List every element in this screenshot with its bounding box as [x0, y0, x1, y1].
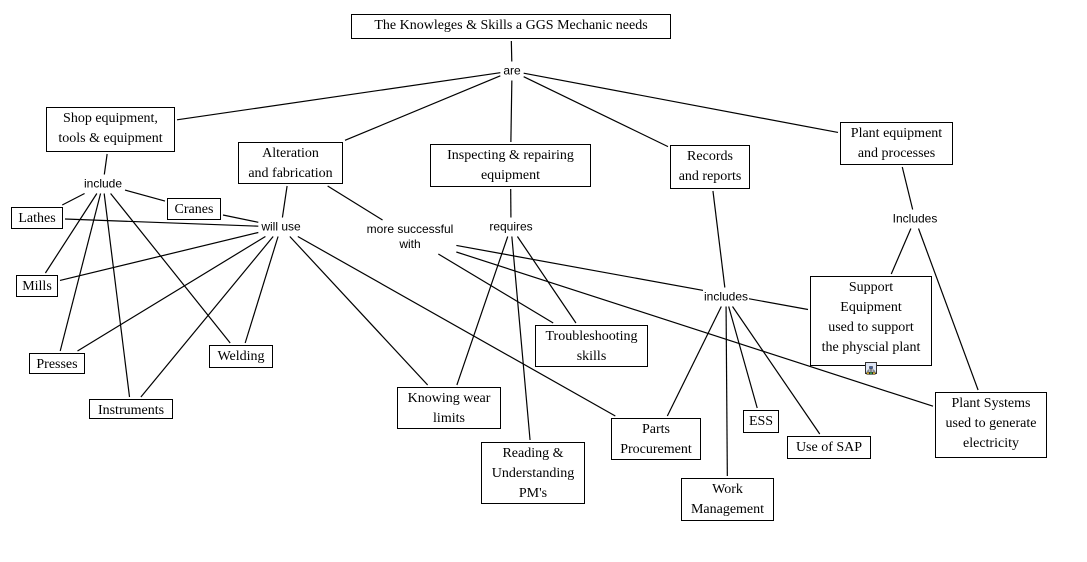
- connection-are-records: [523, 76, 669, 148]
- connection-are-alteration: [344, 75, 501, 141]
- connection-moresucc-plantsys: [456, 251, 934, 407]
- connection-are-plant: [523, 72, 839, 134]
- concept-map-link-icon[interactable]: [865, 362, 877, 375]
- concept-records[interactable]: Records and reports: [670, 145, 750, 189]
- connection-includes2-parts: [666, 306, 722, 417]
- concept-shop-equipment[interactable]: Shop equipment, tools & equipment: [46, 107, 175, 152]
- connection-willuse-parts: [297, 235, 616, 417]
- concept-work-management[interactable]: Work Management: [681, 478, 774, 521]
- connection-include-mills: [44, 193, 98, 274]
- connection-willuse-presses: [77, 235, 266, 352]
- connection-include-cranes: [124, 189, 166, 202]
- connection-are-inspecting: [510, 80, 513, 143]
- connection-willuse-lathes: [64, 218, 259, 227]
- link-requires[interactable]: requires: [488, 219, 534, 235]
- connection-willuse-welding: [244, 236, 279, 344]
- connection-includes3-support: [890, 228, 912, 275]
- concept-plant-systems[interactable]: Plant Systems used to generate electrici…: [935, 392, 1047, 458]
- concept-instruments[interactable]: Instruments: [89, 399, 173, 419]
- connection-willuse-mills: [59, 231, 259, 282]
- concept-cranes[interactable]: Cranes: [167, 198, 221, 220]
- connection-plant-includes3: [901, 166, 914, 210]
- connection-includes2-work: [725, 306, 728, 477]
- concept-presses[interactable]: Presses: [29, 353, 85, 374]
- concept-mills[interactable]: Mills: [16, 275, 58, 297]
- connection-willuse-wear: [289, 236, 429, 386]
- connection-shop-include: [103, 153, 108, 175]
- concept-reading-pms[interactable]: Reading & Understanding PM's: [481, 442, 585, 504]
- concept-root[interactable]: The Knowleges & Skills a GGS Mechanic ne…: [351, 14, 671, 39]
- concept-parts-procurement[interactable]: Parts Procurement: [611, 418, 701, 460]
- connection-willuse-instruments: [140, 236, 274, 398]
- concept-support-equipment[interactable]: Support Equipment used to support the ph…: [810, 276, 932, 366]
- connection-moresucc-support: [456, 244, 809, 311]
- link-includes-plant[interactable]: Includes: [891, 211, 939, 227]
- connection-alteration-moresucc: [327, 185, 383, 221]
- concept-lathes[interactable]: Lathes: [11, 207, 63, 229]
- concept-knowing-wear-limits[interactable]: Knowing wear limits: [397, 387, 501, 429]
- connection-requires-troubleshooting: [516, 236, 577, 324]
- concept-inspecting[interactable]: Inspecting & repairing equipment: [430, 144, 591, 187]
- concept-troubleshooting[interactable]: Troubleshooting skills: [535, 325, 648, 367]
- connection-includes2-sap: [732, 306, 821, 435]
- connection-include-welding: [110, 193, 231, 344]
- connection-alteration-willuse: [281, 185, 288, 218]
- link-includes[interactable]: includes: [702, 289, 750, 305]
- connection-are-shop: [176, 72, 501, 121]
- concept-ess[interactable]: ESS: [743, 410, 779, 433]
- link-are[interactable]: are: [502, 63, 522, 79]
- concept-alteration[interactable]: Alteration and fabrication: [238, 142, 343, 184]
- connection-requires-reading: [511, 236, 531, 441]
- connection-moresucc-troubleshooting: [437, 253, 554, 324]
- connection-includes2-ess: [728, 306, 758, 409]
- link-include[interactable]: include: [82, 176, 124, 192]
- connection-include-instruments: [103, 193, 131, 398]
- link-more-successful-with[interactable]: more successful with: [365, 222, 455, 252]
- connection-willuse-cranes: [222, 214, 259, 223]
- concept-welding[interactable]: Welding: [209, 345, 273, 368]
- hierarchy-icon: [866, 366, 876, 375]
- connection-includes3-plantsys: [917, 228, 979, 391]
- connection-include-lathes: [61, 192, 85, 206]
- connection-requires-wear: [456, 236, 509, 386]
- concept-plant-equipment[interactable]: Plant equipment and processes: [840, 122, 953, 165]
- concept-use-of-sap[interactable]: Use of SAP: [787, 436, 871, 459]
- link-will-use[interactable]: will use: [260, 219, 302, 235]
- connection-records-includes2: [712, 190, 726, 288]
